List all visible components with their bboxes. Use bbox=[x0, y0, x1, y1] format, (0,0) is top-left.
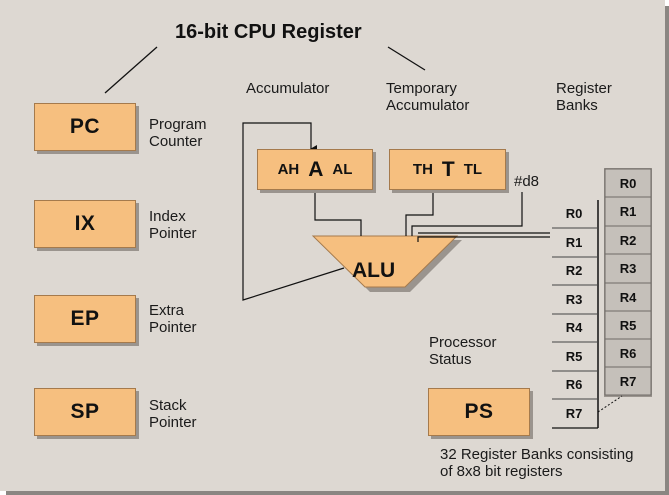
bank-cell-r2: R2 bbox=[565, 263, 583, 278]
immediate-label: #d8 bbox=[514, 173, 540, 190]
accumulator-register: AH A AL bbox=[257, 149, 373, 190]
sp-label: Stack Pointer bbox=[149, 397, 197, 431]
frame-shadow-bottom bbox=[6, 491, 669, 495]
accumulator-label: Accumulator bbox=[246, 80, 330, 97]
bank-cell-r5: R5 bbox=[565, 349, 583, 364]
stack-cell-r5: R5 bbox=[619, 318, 637, 333]
title-leader-left bbox=[104, 46, 158, 94]
stack-cell-r1: R1 bbox=[619, 204, 637, 219]
stack-cell-r6: R6 bbox=[619, 346, 637, 361]
alu-shape bbox=[311, 235, 459, 288]
bank-cell-r4: R4 bbox=[565, 320, 583, 335]
temporary-accumulator-label: Temporary Accumulator bbox=[386, 80, 470, 114]
register-banks-footnote: 32 Register Banks consisting of 8x8 bit … bbox=[440, 446, 634, 480]
bank-cell-r6: R6 bbox=[565, 377, 583, 392]
temp-to-alu-line bbox=[405, 188, 434, 236]
title-leader-right bbox=[387, 46, 426, 71]
pc-register: PC bbox=[34, 103, 136, 151]
register-bank-stack bbox=[604, 168, 652, 396]
stack-cell-r2: R2 bbox=[619, 233, 637, 248]
bank-to-alu-line bbox=[417, 236, 550, 242]
bank-dotted-link bbox=[597, 395, 623, 413]
bank-cell-r0: R0 bbox=[565, 206, 583, 221]
sp-register: SP bbox=[34, 388, 136, 436]
ix-register: IX bbox=[34, 200, 136, 248]
ep-register: EP bbox=[34, 295, 136, 343]
bank-cell-r3: R3 bbox=[565, 292, 583, 307]
frame-shadow-right bbox=[665, 6, 669, 495]
stack-cell-r7: R7 bbox=[619, 374, 637, 389]
temporary-register: TH T TL bbox=[389, 149, 506, 190]
stack-cell-r3: R3 bbox=[619, 261, 637, 276]
stack-cell-r4: R4 bbox=[619, 290, 637, 305]
ps-register: PS bbox=[428, 388, 530, 436]
stack-cell-r0: R0 bbox=[619, 176, 637, 191]
d8-to-alu-line bbox=[411, 192, 523, 236]
ix-label: Index Pointer bbox=[149, 208, 197, 242]
processor-status-label: Processor Status bbox=[429, 334, 497, 368]
pc-label: Program Counter bbox=[149, 116, 207, 150]
alu-label: ALU bbox=[352, 259, 396, 282]
feedback-line bbox=[242, 122, 345, 301]
diagram-title: 16-bit CPU Register bbox=[175, 21, 362, 43]
acc-to-alu-line bbox=[314, 188, 362, 236]
ep-label: Extra Pointer bbox=[149, 302, 197, 336]
bank-cell-r1: R1 bbox=[565, 235, 583, 250]
register-banks-label: Register Banks bbox=[556, 80, 612, 114]
bank-cell-r7: R7 bbox=[565, 406, 583, 421]
